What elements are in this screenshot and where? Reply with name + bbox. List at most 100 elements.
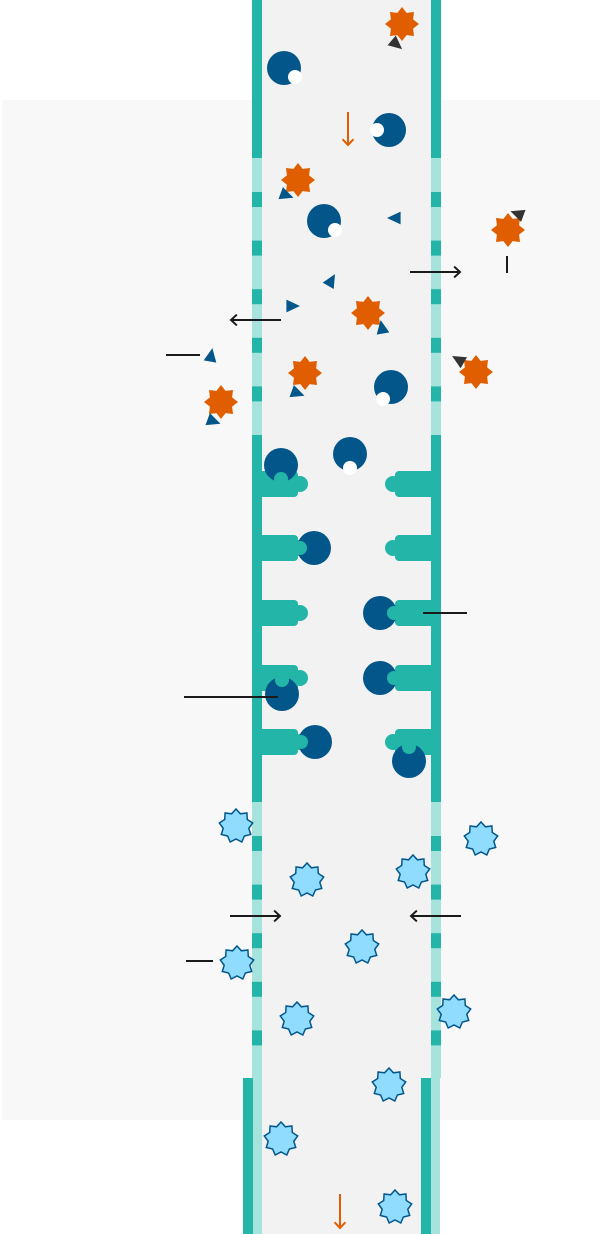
orange-particle	[491, 213, 525, 247]
wall-segment	[253, 1078, 262, 1234]
triangle-particle	[203, 348, 217, 363]
arrow-right-head	[453, 265, 462, 279]
receptor-right	[395, 600, 435, 626]
ligand	[333, 437, 367, 471]
wall-segment	[252, 933, 262, 949]
wall-segment	[431, 289, 441, 305]
wall-segment	[252, 884, 262, 900]
arrow-left-head	[229, 313, 238, 327]
receptor-left	[258, 535, 298, 561]
wall-segment	[431, 240, 441, 256]
ligand	[363, 661, 397, 695]
arrow-right-head	[273, 909, 282, 923]
flow-arrow-down-head	[341, 138, 355, 147]
wall-segment	[431, 192, 441, 207]
light-blue-particle	[344, 928, 380, 965]
wall-segment	[431, 0, 441, 158]
wall-segment	[252, 981, 262, 997]
particles	[203, 7, 526, 1225]
arrows	[166, 112, 508, 1230]
receptor-tip	[292, 476, 308, 492]
light-blue-particle	[463, 820, 499, 857]
light-blue-particle	[263, 1120, 299, 1157]
orange-particle	[385, 7, 419, 41]
binding-site	[274, 472, 288, 486]
arrow-left-head	[409, 909, 418, 923]
wall-segment	[252, 192, 262, 207]
triangle-particle	[376, 320, 390, 335]
ligand-notch	[370, 123, 384, 137]
wall-segment	[431, 386, 441, 402]
ligand	[265, 677, 299, 711]
light-blue-particle	[289, 861, 325, 898]
receptor-left	[258, 729, 298, 755]
triangle-particle	[286, 299, 300, 313]
orange-particle	[288, 356, 322, 390]
orange-particle	[281, 163, 315, 197]
receptor-tip	[292, 605, 308, 621]
light-blue-particle	[371, 1066, 407, 1103]
ligand	[298, 725, 332, 759]
receptor-left	[258, 600, 298, 626]
ligand-notch	[376, 392, 390, 406]
wall-segment	[431, 884, 441, 900]
ligand	[392, 744, 426, 778]
triangle-particle	[510, 209, 526, 222]
wall-segment	[252, 337, 262, 353]
light-blue-particle	[395, 853, 431, 890]
channel-walls	[243, 0, 441, 1234]
ligand	[372, 113, 406, 147]
triangle-particle	[322, 274, 335, 289]
receptor-tip	[385, 476, 401, 492]
binding-site	[275, 673, 289, 687]
wall-segment	[252, 435, 262, 802]
binding-site	[402, 740, 416, 754]
binding-site	[387, 671, 401, 685]
wall-segment	[252, 1030, 262, 1046]
light-blue-particle	[436, 993, 472, 1030]
orange-particle	[351, 296, 385, 330]
light-blue-particle	[218, 807, 254, 844]
triangle-particle	[289, 385, 305, 398]
wall-segment	[252, 289, 262, 305]
wall-segment	[431, 1030, 441, 1046]
triangle-particle	[387, 35, 403, 50]
wall-segment	[252, 240, 262, 256]
binding-site	[294, 735, 308, 749]
receptor-tip	[385, 734, 401, 750]
triangle-particle	[205, 413, 221, 426]
light-blue-particle	[279, 1000, 315, 1037]
wall-segment	[431, 435, 441, 802]
receptor-tip	[385, 540, 401, 556]
receptor-right	[395, 471, 435, 497]
ligand	[297, 531, 331, 565]
triangle-particle	[278, 187, 294, 200]
binding-site	[387, 606, 401, 620]
orange-particle	[459, 355, 493, 389]
light-blue-particle	[219, 944, 255, 981]
flow-arrow-down-head	[333, 1221, 347, 1230]
ligands	[264, 51, 426, 778]
wall-segment	[252, 0, 262, 158]
triangle-particle	[452, 356, 467, 369]
wall-segment	[431, 1078, 440, 1234]
wall-segment	[252, 386, 262, 402]
wall-segment	[252, 836, 262, 851]
ligand	[264, 448, 298, 482]
receptor-tip	[292, 670, 308, 686]
wall-segment	[421, 1078, 431, 1234]
receptor-right	[395, 665, 435, 691]
wall-segment	[431, 836, 441, 851]
wall-segment	[431, 933, 441, 949]
ligand-notch	[343, 461, 357, 475]
ligand	[363, 596, 397, 630]
wall-segment	[431, 981, 441, 997]
light-blue-particle	[377, 1188, 413, 1225]
triangle-particle	[387, 211, 401, 225]
ligand-notch	[328, 223, 342, 237]
orange-particle	[204, 385, 238, 419]
binding-site	[293, 541, 307, 555]
wall-segment	[243, 1078, 253, 1234]
